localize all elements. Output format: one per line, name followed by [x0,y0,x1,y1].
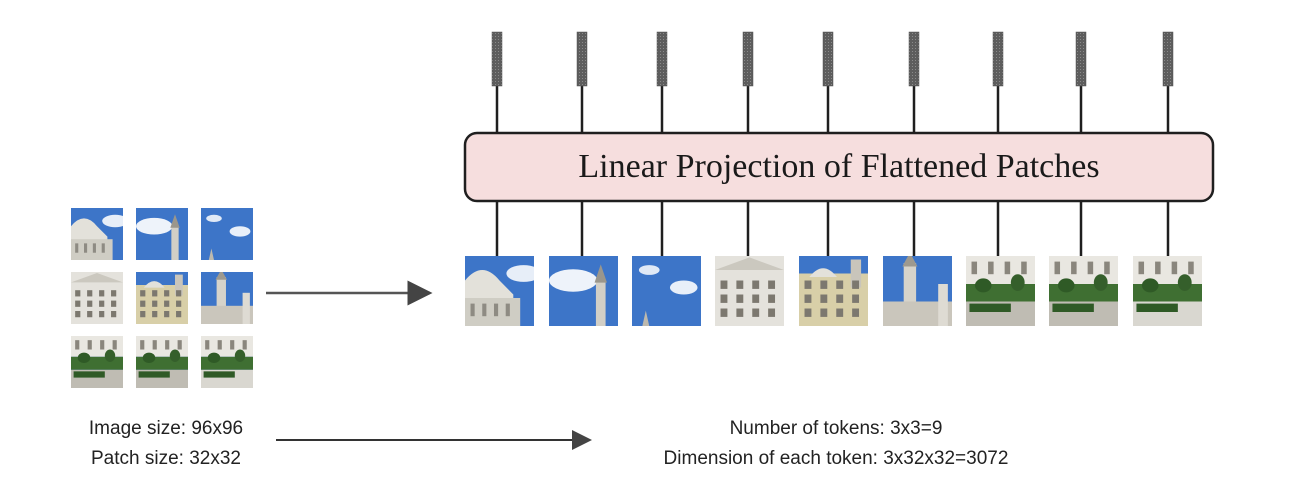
token-vectors [491,31,1174,133]
token-bar [491,31,503,87]
row-patch [549,256,618,326]
row-patch [883,256,952,326]
num-tokens-text: Number of tokens: 3x3=9 [730,418,943,439]
row-patch [799,256,868,326]
flattened-patch-row [465,256,1202,326]
grid-patch [136,336,188,388]
row-patch [465,256,534,326]
grid-patch [136,208,188,260]
token-bar [742,31,754,87]
image-patch-grid [71,208,253,388]
linear-projection-box [463,131,1215,203]
row-patch [715,256,784,326]
row-patch [632,256,701,326]
grid-patch [201,272,253,324]
row-patch [1133,256,1202,326]
image-size-text: Image size: 96x96 [89,418,243,439]
grid-patch [71,336,123,388]
token-bar [576,31,588,87]
token-bar [908,31,920,87]
linear-projection-label: Linear Projection of Flattened Patches [578,148,1099,185]
grid-patch [71,272,123,324]
token-bar [1162,31,1174,87]
grid-patch [136,272,188,324]
row-patch [966,256,1035,326]
patch-size-text: Patch size: 32x32 [91,448,241,469]
token-dim-text: Dimension of each token: 3x32x32=3072 [664,448,1009,469]
grid-patch [201,208,253,260]
grid-patch [201,336,253,388]
token-bar [992,31,1004,87]
token-bar [656,31,668,87]
token-bar [822,31,834,87]
grid-patch [71,208,123,260]
patch-connectors [495,201,1170,256]
token-bar [1075,31,1087,87]
row-patch [1049,256,1118,326]
